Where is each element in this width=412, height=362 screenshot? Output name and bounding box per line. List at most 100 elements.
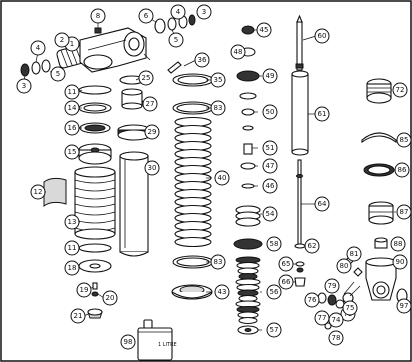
callout-number: 60 [318, 32, 327, 40]
callout-number: 62 [308, 242, 317, 250]
callout-77: 77 [314, 310, 330, 326]
callout-76: 76 [304, 292, 320, 308]
oil-bottle-part: 1 LITRE [137, 319, 177, 361]
callout-number: 64 [318, 200, 327, 208]
callout-98: 98 [120, 334, 136, 350]
callout-47: 47 [262, 158, 278, 174]
callout-number: 75 [346, 304, 355, 312]
callout-number: 50 [266, 108, 275, 116]
callout-number: 11 [68, 88, 77, 96]
callout-number: 21 [74, 312, 83, 320]
callout-86: 86 [394, 162, 410, 178]
callout-number: 88 [394, 240, 403, 248]
callout-number: 76 [308, 296, 317, 304]
callout-number: 85 [400, 136, 409, 144]
callout-30: 30 [144, 160, 160, 176]
callout-number: 77 [318, 314, 327, 322]
callout-number: 66 [282, 278, 291, 286]
callout-62: 62 [304, 238, 320, 254]
callout-number: 83 [214, 104, 223, 112]
callout-number: 58 [270, 240, 279, 248]
callout-60: 60 [314, 28, 330, 44]
callout-number: 43 [218, 288, 227, 296]
callout-45: 45 [256, 22, 272, 38]
callout-number: 78 [332, 334, 341, 342]
callout-50: 50 [262, 104, 278, 120]
callout-number: 4 [36, 44, 41, 52]
callout-36: 36 [194, 52, 210, 68]
callout-56: 56 [266, 284, 282, 300]
callout-11: 11 [64, 84, 80, 100]
callout-number: 51 [266, 144, 275, 152]
callout-35: 35 [210, 72, 226, 88]
callout-85: 85 [396, 132, 412, 148]
callout-number: 81 [350, 250, 359, 258]
callout-87: 87 [396, 204, 412, 220]
callout-46: 46 [262, 178, 278, 194]
callout-number: 1 [70, 40, 74, 48]
callout-14: 14 [64, 100, 80, 116]
callout-number: 5 [56, 70, 60, 78]
callout-number: 3 [202, 8, 206, 16]
left-column-parts [43, 85, 116, 319]
callout-number: 65 [282, 260, 291, 268]
callout-83: 83 [210, 254, 226, 270]
callout-number: 12 [34, 188, 43, 196]
callout-54: 54 [262, 206, 278, 222]
callout-61: 61 [314, 106, 330, 122]
callout-29: 29 [144, 124, 160, 140]
callout-number: 25 [142, 74, 151, 82]
callout-number: 27 [146, 100, 155, 108]
top-head-assembly [20, 14, 196, 81]
callout-number: 36 [198, 56, 207, 64]
callout-number: 80 [340, 262, 349, 270]
callout-48: 48 [230, 44, 246, 60]
callout-number: 14 [68, 104, 77, 112]
callout-number: 86 [398, 166, 407, 174]
callout-78: 78 [328, 330, 344, 346]
shim-discs-part [235, 256, 261, 325]
callout-81: 81 [346, 246, 362, 262]
callout-19: 19 [76, 282, 92, 298]
callout-number: 98 [124, 338, 133, 346]
damper-rod-column [291, 14, 317, 287]
callout-65: 65 [278, 256, 294, 272]
bottle-label: 1 LITRE [158, 342, 177, 348]
callout-number: 97 [400, 302, 409, 310]
callout-8: 8 [90, 8, 106, 24]
callout-21: 21 [70, 308, 86, 324]
callout-number: 45 [260, 26, 269, 34]
callout-number: 90 [396, 258, 405, 266]
callout-4: 4 [30, 40, 46, 56]
callout-number: 2 [60, 36, 64, 44]
callout-number: 61 [318, 110, 327, 118]
callout-64: 64 [314, 196, 330, 212]
callout-number: 72 [396, 86, 405, 94]
callout-18: 18 [64, 260, 80, 276]
callout-number: 6 [144, 12, 149, 20]
callout-3: 3 [16, 78, 32, 94]
callout-number: 18 [68, 264, 77, 272]
callout-number: 54 [266, 210, 275, 218]
callout-5-b: 5 [168, 32, 184, 48]
callout-80: 80 [336, 258, 352, 274]
right-column-parts [317, 78, 408, 330]
callout-number: 49 [266, 72, 275, 80]
callout-number: 46 [266, 182, 275, 190]
callout-51: 51 [262, 140, 278, 156]
bellows-sleeve-part [74, 166, 116, 240]
callout-6: 6 [138, 8, 154, 24]
callout-27: 27 [142, 96, 158, 112]
callout-number: 79 [328, 282, 337, 290]
callout-40: 40 [214, 170, 230, 186]
callout-number: 8 [96, 12, 100, 20]
callout-66: 66 [278, 274, 294, 290]
callout-number: 20 [106, 294, 115, 302]
callout-15: 15 [64, 144, 80, 160]
callout-number: 47 [266, 162, 275, 170]
eyelet-body-part [365, 257, 397, 301]
callout-12: 12 [30, 184, 46, 200]
callout-number: 19 [80, 286, 89, 294]
callout-number: 40 [218, 174, 227, 182]
callout-49: 49 [262, 68, 278, 84]
